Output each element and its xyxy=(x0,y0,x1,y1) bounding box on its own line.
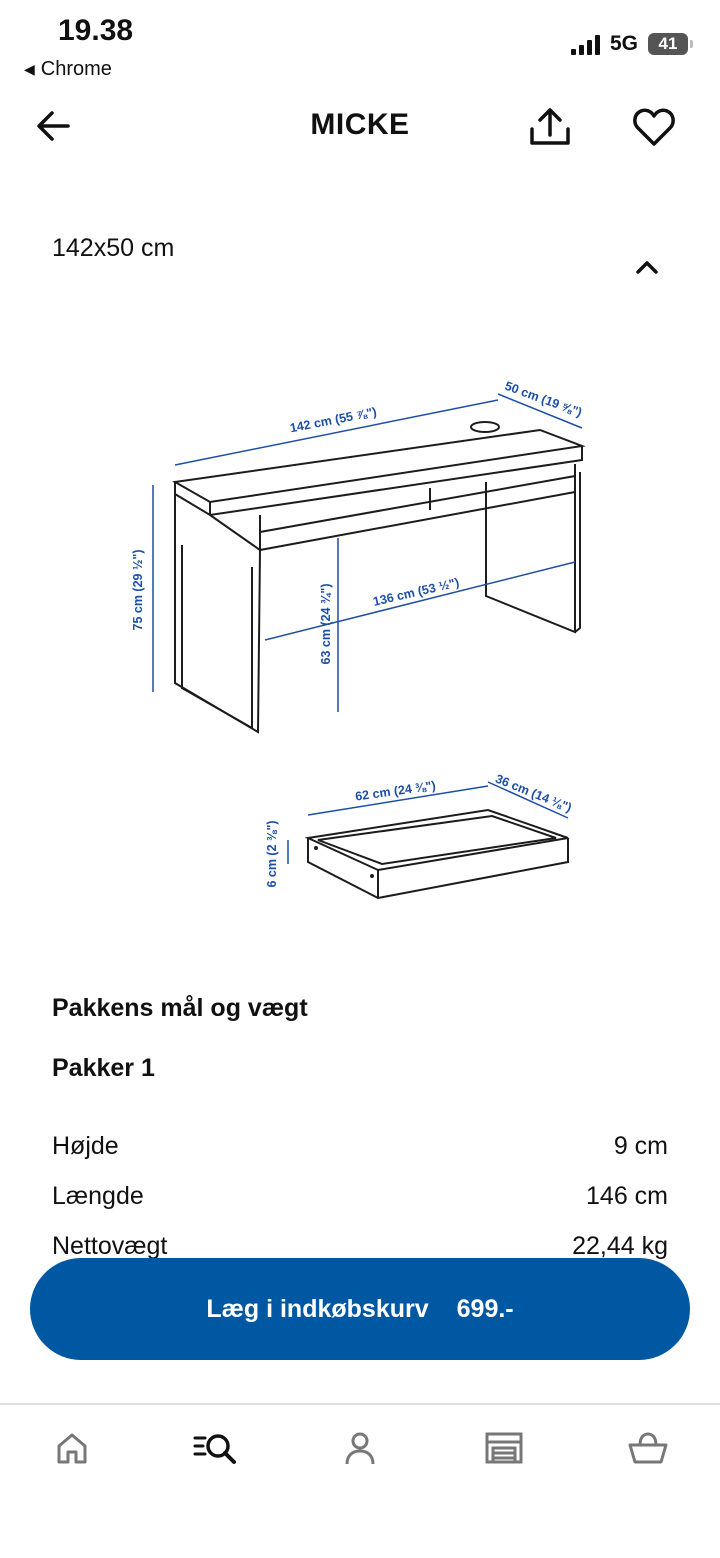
price-label: 699.- xyxy=(456,1294,514,1323)
page-title: MICKE xyxy=(310,108,410,141)
drawer-width-label: 62 cm (24 ⅜") xyxy=(354,778,436,803)
desk-width-label: 142 cm (55 ⅞") xyxy=(289,405,378,436)
spec-row: Længde 146 cm xyxy=(52,1176,668,1226)
nav-profile[interactable] xyxy=(338,1426,382,1470)
status-time: 19.38 xyxy=(58,14,134,47)
spec-value: 22,44 kg xyxy=(572,1232,668,1260)
nav-store[interactable] xyxy=(482,1426,526,1470)
spec-label: Højde xyxy=(52,1132,119,1160)
desk-depth-label: 50 cm (19 ⅝") xyxy=(503,379,584,420)
signal-icon xyxy=(570,33,600,55)
add-to-cart-label: Læg i indkøbskurv xyxy=(206,1294,429,1323)
desk-height-label: 75 cm (29 ½") xyxy=(131,550,145,631)
back-to-app[interactable]: ◀ Chrome xyxy=(24,58,112,81)
drawer-height-label: 6 cm (2 ⅜") xyxy=(265,820,279,887)
status-indicators: 5G 41 xyxy=(570,32,693,56)
battery-icon: 41 xyxy=(648,33,693,55)
profile-icon xyxy=(345,1432,375,1465)
home-icon xyxy=(57,1433,87,1464)
spec-list: Højde 9 cm Længde 146 cm Nettovægt 22,44… xyxy=(52,1126,668,1260)
drawer-depth-label: 36 cm (14 ⅛") xyxy=(493,772,573,815)
back-triangle-icon: ◀ xyxy=(24,61,35,77)
heart-icon[interactable] xyxy=(632,106,676,148)
dimension-diagram: 142 cm (55 ⅞") 50 cm (19 ⅝") 75 cm (29 ½… xyxy=(131,379,586,900)
nav-divider xyxy=(0,1403,720,1405)
under-height-label: 63 cm (24 ¾") xyxy=(319,584,333,665)
spec-row: Nettovægt 22,44 kg xyxy=(52,1226,668,1276)
basket-icon xyxy=(628,1432,668,1464)
size-label: 142x50 cm xyxy=(52,234,175,262)
spec-value: 9 cm xyxy=(613,1132,668,1160)
share-icon[interactable] xyxy=(527,105,573,149)
spec-label: Nettovægt xyxy=(52,1232,168,1260)
package-subtitle: Pakker 1 xyxy=(52,1054,155,1082)
back-app-label: Chrome xyxy=(40,58,112,80)
network-type: 5G xyxy=(609,32,638,55)
inner-width-label: 136 cm (53 ½") xyxy=(372,575,461,608)
spec-label: Længde xyxy=(52,1182,144,1210)
spec-row: Højde 9 cm xyxy=(52,1126,668,1176)
chevron-up-icon[interactable] xyxy=(630,254,664,278)
package-title: Pakkens mål og vægt xyxy=(52,994,308,1022)
nav-basket[interactable] xyxy=(626,1426,670,1470)
bottom-nav xyxy=(0,1420,720,1476)
nav-home[interactable] xyxy=(50,1426,94,1470)
search-icon xyxy=(193,1434,236,1464)
store-icon xyxy=(485,1432,523,1464)
battery-level: 41 xyxy=(658,34,678,53)
add-to-cart-button[interactable]: Læg i indkøbskurv 699.- xyxy=(30,1258,690,1360)
back-arrow-icon[interactable] xyxy=(34,106,74,146)
spec-value: 146 cm xyxy=(586,1182,668,1210)
nav-search[interactable] xyxy=(193,1426,237,1470)
